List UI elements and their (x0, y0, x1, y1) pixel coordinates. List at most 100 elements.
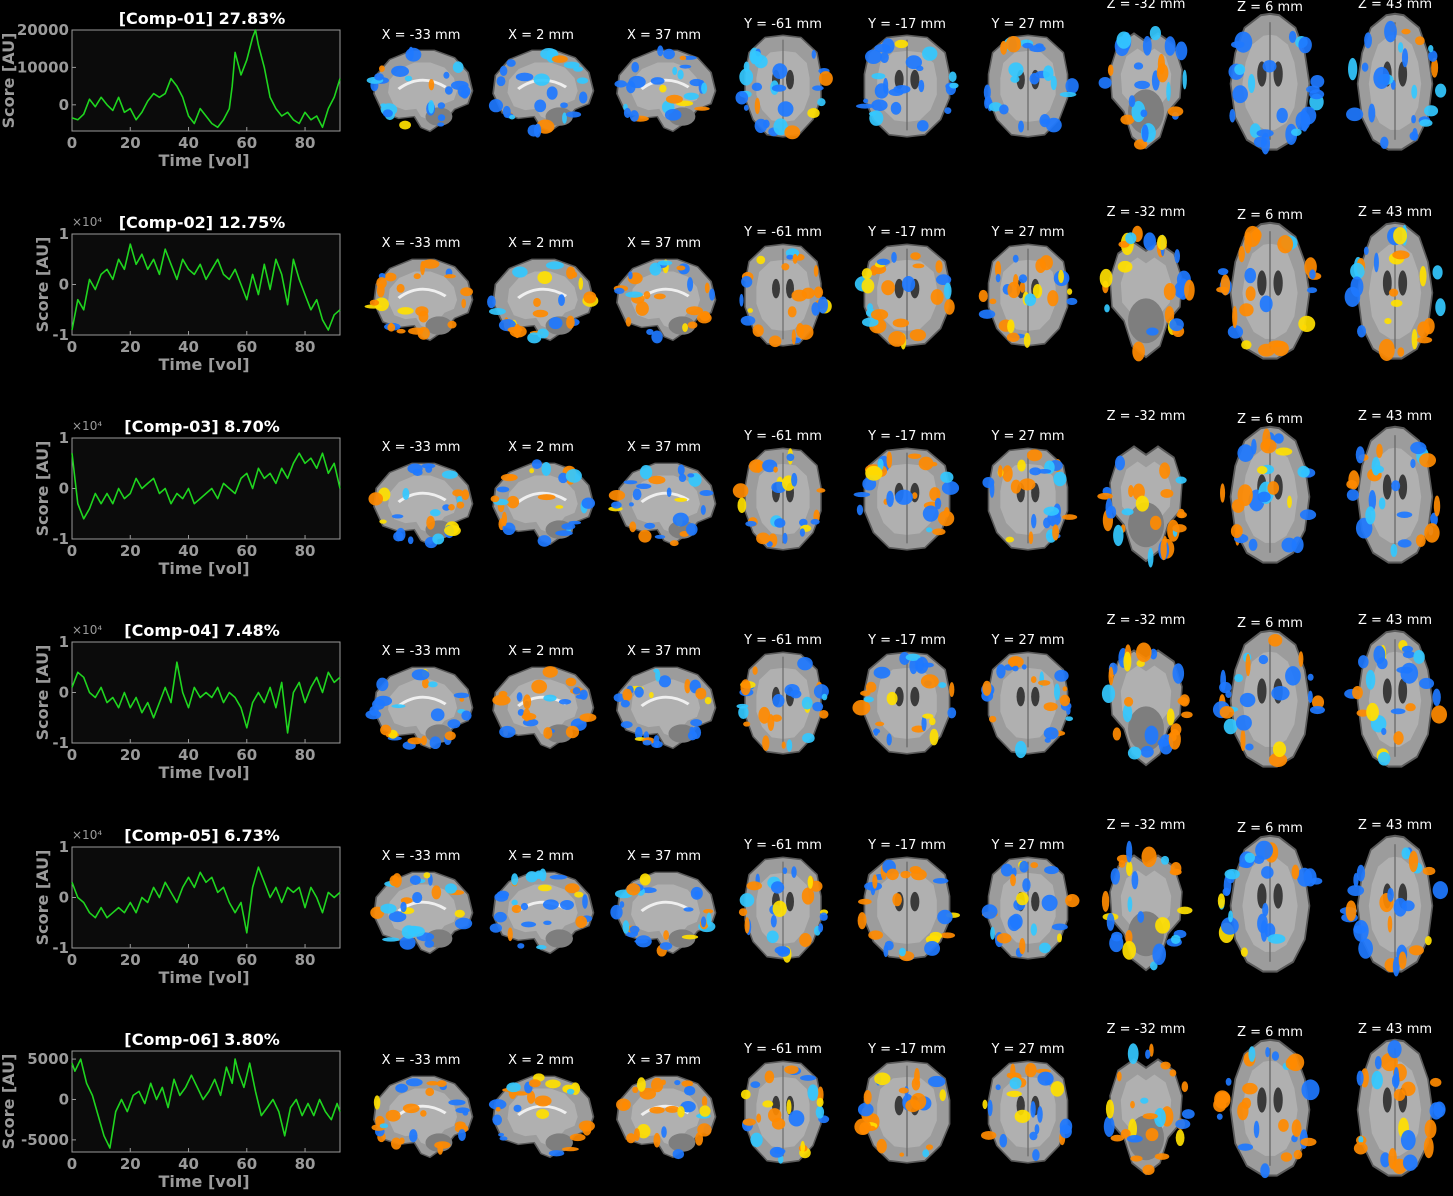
slice-coordinate-label: X = 2 mm (508, 28, 574, 43)
brain-slice-image (1217, 834, 1323, 973)
y-tick-label: 0 (59, 96, 69, 114)
brain-slice-image (735, 34, 833, 140)
brain-slice-image (1346, 425, 1441, 564)
slice-coordinate-label: X = -33 mm (381, 1053, 461, 1068)
x-tick-label: 20 (120, 338, 141, 356)
x-axis-label: Time [vol] (158, 559, 249, 578)
y-exponent-label: ×10⁴ (72, 419, 102, 433)
brain-slice-image (1216, 221, 1322, 360)
plot-frame (71, 29, 341, 132)
slice-coordinate-label: X = 2 mm (508, 644, 574, 659)
slice-coordinate-label: Y = -61 mm (744, 1042, 822, 1057)
x-tick-label: 80 (295, 542, 316, 560)
slice-coordinate-label: Y = -61 mm (744, 17, 822, 32)
plot-frame (71, 437, 341, 540)
slice-coordinate-label: Z = 6 mm (1237, 0, 1303, 15)
x-tick-label: 80 (295, 338, 316, 356)
x-tick-label: 20 (120, 951, 141, 969)
slice-coordinate-label: Y = -61 mm (744, 838, 822, 853)
brain-slice-image (490, 459, 596, 547)
slice-coordinate-label: Z = -32 mm (1106, 205, 1186, 220)
slice-coordinate-label: Z = -32 mm (1106, 0, 1186, 12)
x-tick-label: 40 (178, 338, 199, 356)
slice-coordinate-label: Z = -32 mm (1106, 613, 1186, 628)
timecourse-series (71, 866, 341, 934)
y-tick-label: 20000 (17, 21, 69, 39)
slice-coordinate-label: Z = -32 mm (1106, 818, 1186, 833)
x-tick-label: 20 (120, 746, 141, 764)
component-title: [Comp-01] 27.83% (119, 9, 286, 28)
slice-coordinate-label: X = 37 mm (626, 1053, 702, 1068)
x-tick-label: 20 (120, 134, 141, 152)
y-exponent-label: ×10⁴ (72, 215, 102, 229)
brain-slice-image (614, 45, 717, 133)
slice-coordinate-label: X = -33 mm (381, 849, 461, 864)
brain-slice-image (370, 871, 474, 955)
brain-slice-image (852, 651, 957, 755)
timecourse-series (71, 452, 341, 520)
brain-slice-image (1103, 1043, 1195, 1176)
slice-coordinate-label: Y = -17 mm (868, 225, 946, 240)
x-tick-label: 40 (178, 746, 199, 764)
component-title: [Comp-03] 8.70% (124, 417, 279, 436)
y-exponent-label: ×10⁴ (72, 828, 102, 842)
y-axis-label: Score [AU] (33, 237, 52, 333)
y-tick-label: -1 (52, 530, 69, 548)
y-axis-label: Score [AU] (0, 1054, 18, 1150)
y-tick-label: -1 (52, 939, 69, 957)
x-axis-label: Time [vol] (158, 1172, 249, 1191)
y-tick-label: 1 (59, 633, 69, 651)
brain-slice-image (1339, 834, 1449, 977)
brain-slice-image (983, 34, 1079, 138)
slice-coordinate-label: Y = -61 mm (744, 429, 822, 444)
brain-slice-image (1344, 221, 1446, 361)
y-exponent-label: ×10⁴ (72, 623, 102, 637)
y-tick-label: 10000 (17, 58, 69, 76)
y-tick-label: 1 (59, 225, 69, 243)
slice-coordinate-label: Z = 43 mm (1357, 818, 1433, 833)
x-tick-label: 40 (178, 134, 199, 152)
brain-slice-image (492, 666, 597, 750)
timecourse-series (71, 243, 341, 331)
slice-coordinate-label: Z = 43 mm (1357, 0, 1433, 12)
timecourse-series (71, 29, 341, 129)
brain-slice-image (368, 462, 474, 549)
brain-slice-image (489, 868, 595, 955)
brain-slice-image (980, 1060, 1073, 1164)
slice-coordinate-label: Y = 27 mm (991, 225, 1065, 240)
slice-coordinate-label: X = -33 mm (381, 236, 461, 251)
brain-slice-image (1353, 1038, 1446, 1177)
component-title: [Comp-04] 7.48% (124, 621, 279, 640)
brain-slice-image (366, 46, 474, 133)
x-tick-label: 20 (120, 542, 141, 560)
brain-slice-image (982, 447, 1078, 551)
x-tick-label: 0 (67, 951, 77, 969)
slice-coordinate-label: Y = -17 mm (868, 429, 946, 444)
brain-slice-image (1213, 1038, 1320, 1179)
brain-slice-image (1099, 225, 1195, 362)
brain-slice-image (487, 258, 599, 344)
slice-coordinate-label: Z = -32 mm (1106, 1022, 1186, 1037)
x-tick-label: 80 (295, 746, 316, 764)
slice-coordinate-label: X = 2 mm (508, 440, 574, 455)
brain-slice-image (1098, 25, 1188, 150)
x-tick-label: 0 (67, 746, 77, 764)
x-tick-label: 80 (295, 951, 316, 969)
plot-frame (71, 846, 341, 949)
y-tick-label: 0 (59, 1090, 69, 1108)
x-axis-label: Time [vol] (158, 355, 249, 374)
slice-coordinate-label: X = 2 mm (508, 236, 574, 251)
brain-slice-image (610, 871, 717, 957)
y-axis-label: Score [AU] (33, 850, 52, 946)
y-axis-label: Score [AU] (33, 645, 52, 741)
brain-slice-image (613, 258, 717, 344)
slice-coordinate-label: X = 37 mm (626, 440, 702, 455)
